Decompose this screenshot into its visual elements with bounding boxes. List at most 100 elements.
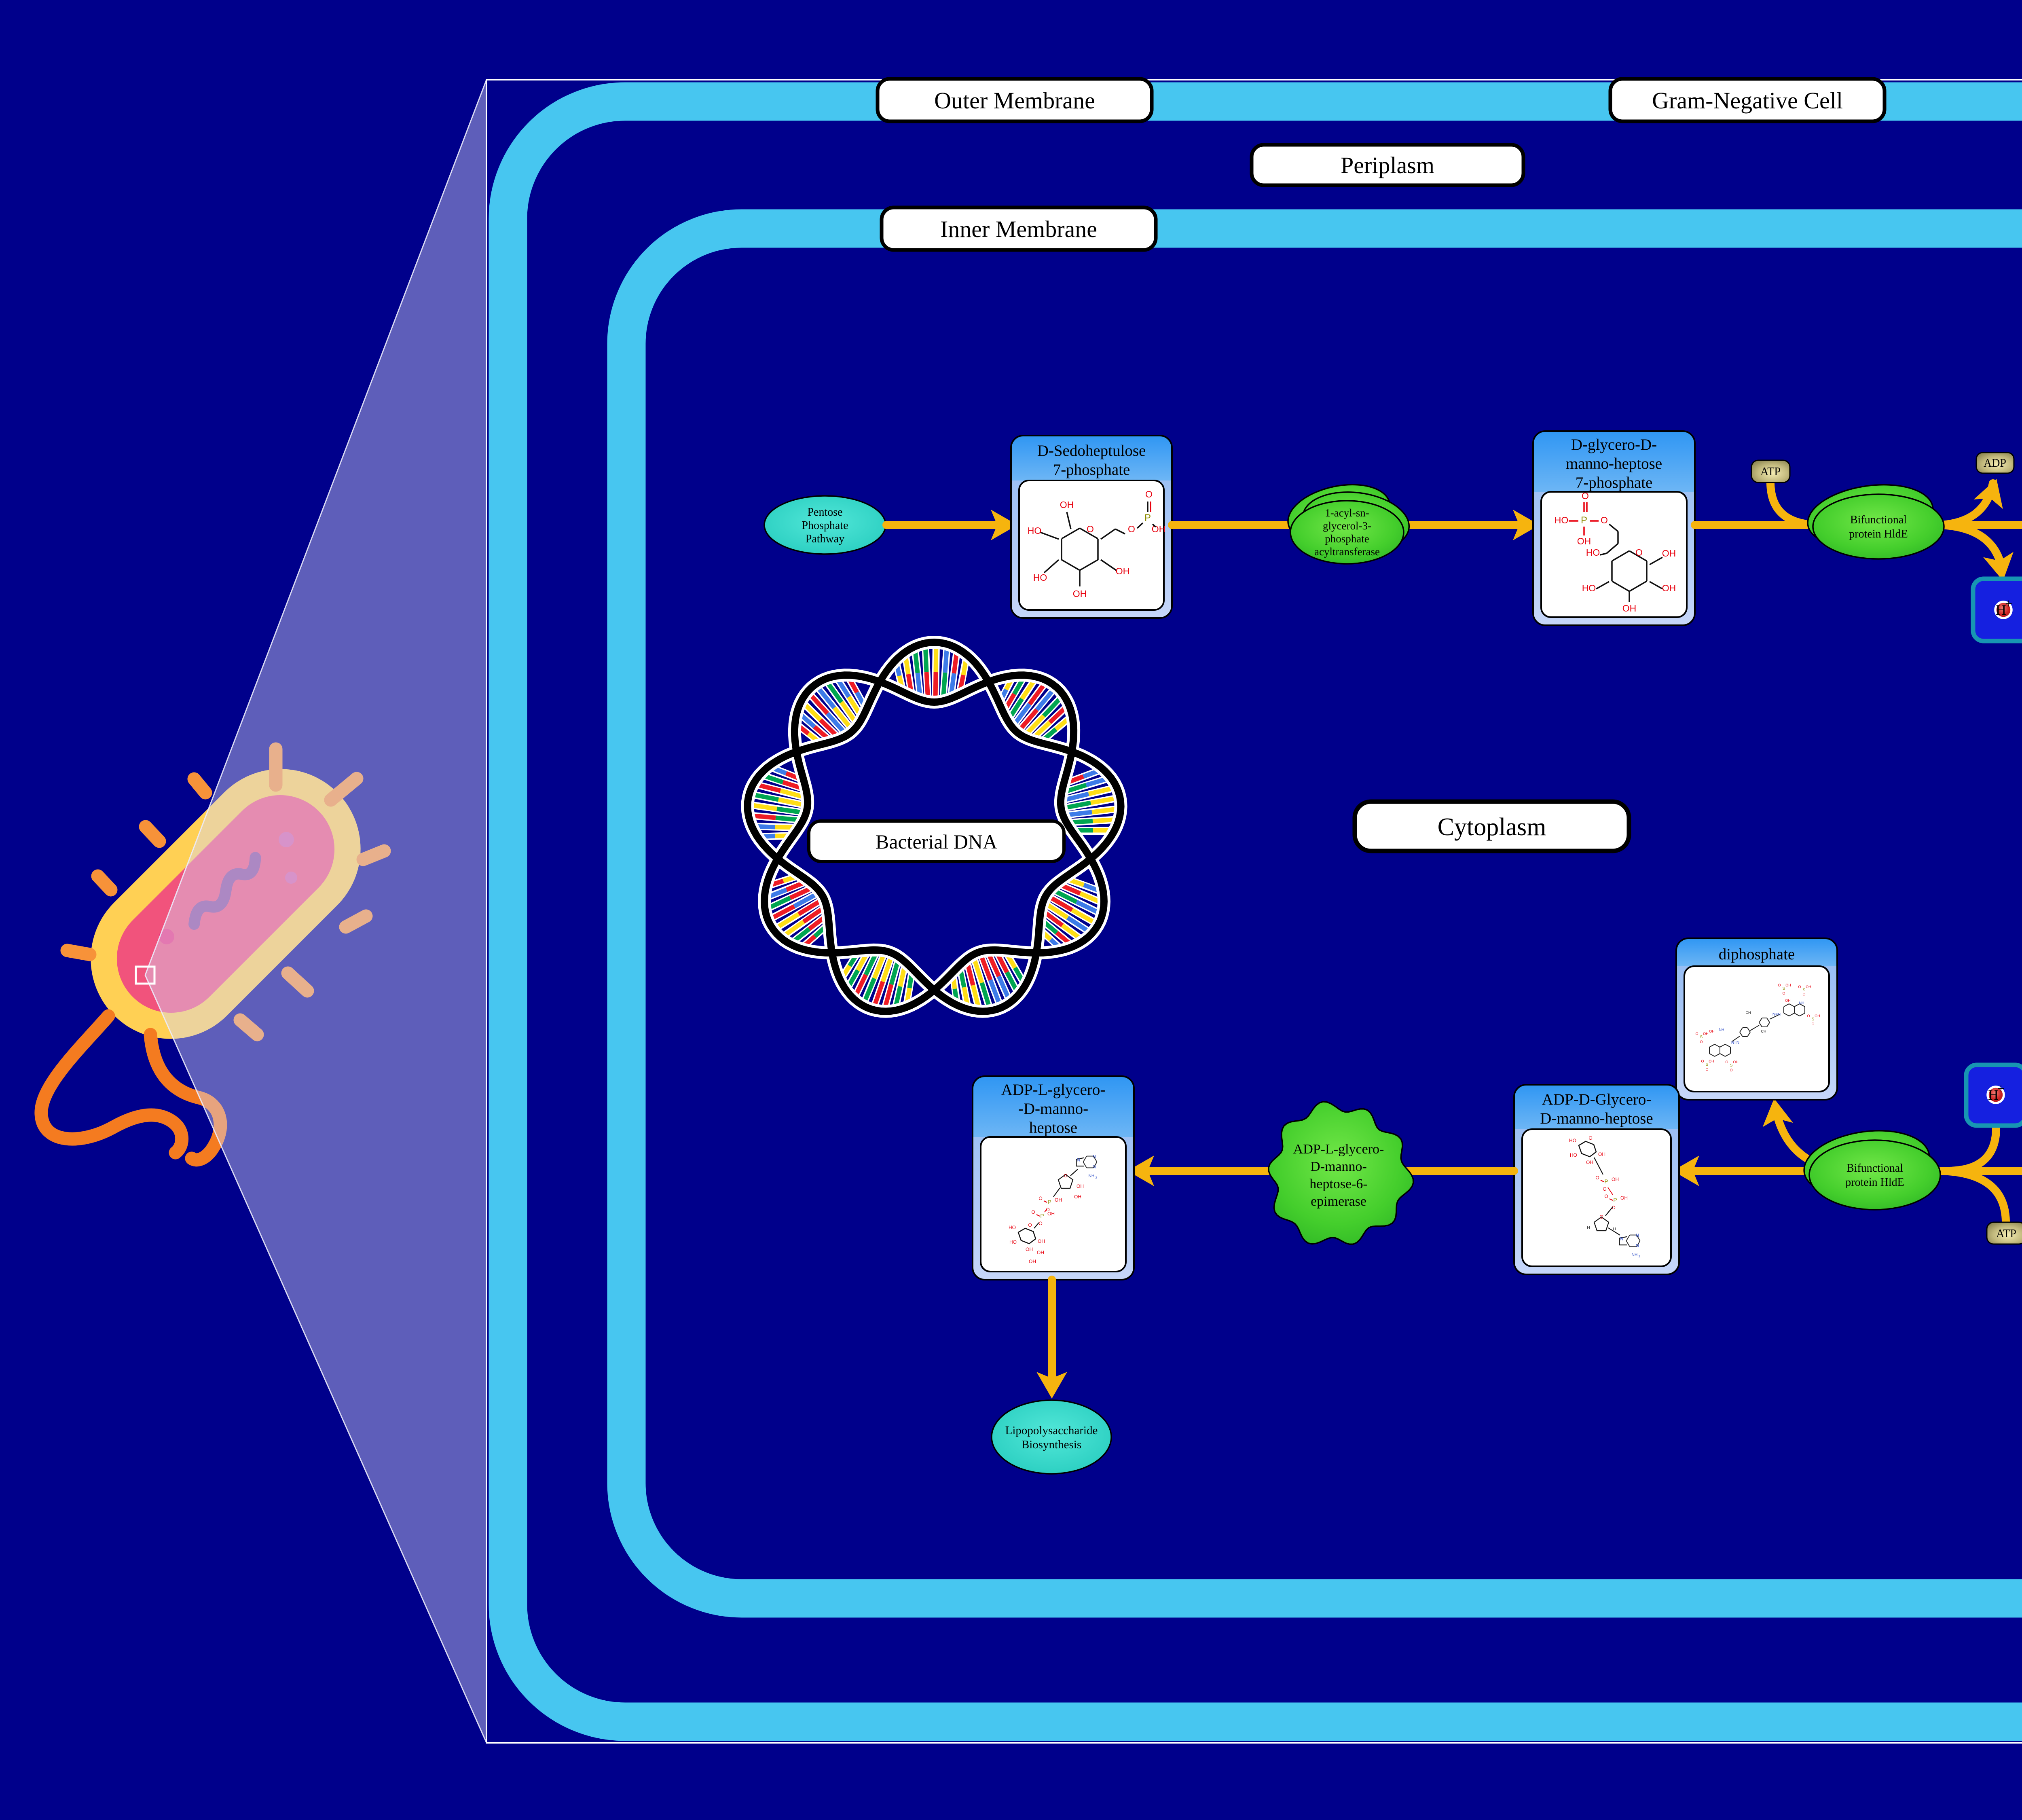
svg-text:ADP-L-glycero-: ADP-L-glycero- [1001, 1081, 1106, 1098]
svg-text:ATP: ATP [1996, 1227, 2016, 1240]
svg-text:P: P [1047, 1199, 1051, 1205]
svg-text:OH: OH [1577, 536, 1591, 546]
svg-text:protein HldE: protein HldE [1849, 528, 1908, 540]
svg-text:OH: OH [1073, 588, 1087, 599]
svg-text:epimerase: epimerase [1311, 1194, 1366, 1209]
svg-text:Cytoplasm: Cytoplasm [1438, 813, 1546, 841]
svg-text:P: P [1613, 1197, 1617, 1203]
svg-text:OH: OH [1785, 983, 1791, 987]
svg-text:+: + [2005, 596, 2012, 611]
svg-text:1-acyl-sn-: 1-acyl-sn- [1325, 507, 1369, 519]
svg-text:OH: OH [1709, 1059, 1714, 1063]
svg-text:O: O [1802, 993, 1805, 997]
svg-text:O: O [1595, 1175, 1599, 1181]
svg-text:Outer Membrane: Outer Membrane [934, 87, 1095, 114]
svg-text:O: O [1782, 991, 1785, 995]
svg-text:acyltransferase: acyltransferase [1314, 546, 1380, 558]
svg-text:O: O [1046, 1207, 1049, 1213]
svg-text:Gram-Negative Cell: Gram-Negative Cell [1652, 87, 1843, 114]
svg-text:N=N: N=N [1731, 1041, 1739, 1045]
svg-text:OH: OH [1703, 1032, 1709, 1036]
svg-text:Periplasm: Periplasm [1341, 152, 1434, 178]
svg-text:Lipopolysaccharide: Lipopolysaccharide [1005, 1424, 1098, 1437]
svg-text:OH: OH [1709, 1029, 1715, 1033]
svg-text:O: O [1604, 1194, 1608, 1199]
svg-text:NH: NH [1089, 1174, 1095, 1178]
svg-text:O: O [1700, 1040, 1703, 1044]
svg-text:H: H [1613, 1227, 1616, 1232]
svg-text:S: S [1812, 1017, 1815, 1022]
svg-text:O: O [1028, 1222, 1032, 1228]
svg-text:OH: OH [1029, 1259, 1036, 1264]
svg-text:N=N: N=N [1772, 1012, 1781, 1017]
svg-text:Pathway: Pathway [806, 533, 844, 545]
svg-text:O: O [1811, 1022, 1814, 1026]
svg-text:O: O [1599, 1214, 1603, 1220]
svg-text:HO: HO [1009, 1239, 1017, 1245]
svg-text:2: 2 [1639, 1255, 1640, 1258]
svg-text:diphosphate: diphosphate [1719, 946, 1795, 963]
svg-text:O: O [1588, 1135, 1592, 1141]
svg-text:ADP-D-Glycero-: ADP-D-Glycero- [1542, 1091, 1652, 1108]
svg-text:O: O [1064, 1173, 1067, 1179]
svg-text:S: S [1706, 1062, 1709, 1067]
svg-text:N: N [1636, 1233, 1639, 1238]
svg-text:H: H [1988, 1087, 1999, 1103]
svg-text:ADP-L-glycero-: ADP-L-glycero- [1293, 1142, 1384, 1157]
svg-text:N: N [1077, 1158, 1080, 1162]
svg-text:Bacterial DNA: Bacterial DNA [876, 830, 997, 853]
svg-text:OH: OH [1662, 583, 1676, 593]
svg-text:O: O [1087, 524, 1094, 534]
svg-text:NH: NH [1799, 1001, 1804, 1005]
svg-text:HO: HO [1582, 583, 1596, 593]
svg-text:OH: OH [1620, 1195, 1628, 1201]
svg-text:glycerol-3-: glycerol-3- [1323, 520, 1371, 532]
svg-text:Inner Membrane: Inner Membrane [940, 216, 1097, 242]
svg-text:O: O [1603, 1186, 1606, 1192]
svg-text:P: P [1581, 515, 1587, 526]
svg-text:OH: OH [1733, 1060, 1739, 1064]
svg-text:NH: NH [1632, 1253, 1638, 1257]
svg-text:OH: OH [1785, 999, 1791, 1003]
svg-text:O: O [1635, 547, 1643, 558]
svg-text:-D-manno-: -D-manno- [1018, 1100, 1088, 1117]
svg-text:+: + [1997, 1081, 2005, 1096]
svg-text:O: O [1705, 1067, 1708, 1071]
svg-text:phosphate: phosphate [1325, 533, 1369, 545]
svg-text:HO: HO [1569, 1138, 1576, 1143]
svg-text:P: P [1040, 1213, 1044, 1219]
svg-text:S: S [1730, 1063, 1733, 1068]
svg-text:OH: OH [1038, 1238, 1045, 1244]
svg-text:HO: HO [1028, 525, 1042, 536]
svg-text:CH: CH [1746, 1011, 1751, 1015]
svg-text:OH: OH [1055, 1197, 1062, 1203]
svg-text:D-manno-: D-manno- [1310, 1159, 1367, 1174]
svg-text:O: O [1612, 1205, 1615, 1211]
svg-text:ADP: ADP [1984, 457, 2006, 470]
svg-text:2: 2 [1096, 1176, 1097, 1179]
svg-text:P: P [1604, 1178, 1608, 1185]
svg-text:7-phosphate: 7-phosphate [1576, 474, 1653, 491]
svg-text:protein HldE: protein HldE [1845, 1176, 1904, 1189]
svg-text:Bifunctional: Bifunctional [1850, 514, 1907, 526]
svg-text:O: O [1725, 1060, 1728, 1064]
svg-text:O: O [1128, 524, 1135, 534]
svg-text:OH: OH [1598, 1151, 1605, 1157]
svg-text:Phosphate: Phosphate [802, 519, 848, 532]
svg-text:O: O [1038, 1196, 1042, 1201]
svg-text:OH: OH [1116, 566, 1130, 576]
svg-text:heptose-6-: heptose-6- [1309, 1177, 1368, 1191]
svg-text:O: O [1798, 985, 1801, 989]
svg-text:OH: OH [1037, 1250, 1044, 1255]
svg-text:ATP: ATP [1760, 466, 1781, 478]
svg-text:Bifunctional: Bifunctional [1846, 1162, 1903, 1175]
svg-text:O: O [1038, 1221, 1042, 1226]
svg-text:OH: OH [1077, 1183, 1084, 1189]
svg-text:HO: HO [1033, 572, 1047, 583]
svg-text:O: O [1031, 1209, 1035, 1215]
svg-text:N: N [1636, 1243, 1639, 1248]
svg-text:OH: OH [1815, 1014, 1820, 1018]
svg-text:CH: CH [1761, 1029, 1766, 1033]
svg-text:manno-heptose: manno-heptose [1566, 455, 1662, 472]
svg-text:O: O [1695, 1032, 1698, 1036]
